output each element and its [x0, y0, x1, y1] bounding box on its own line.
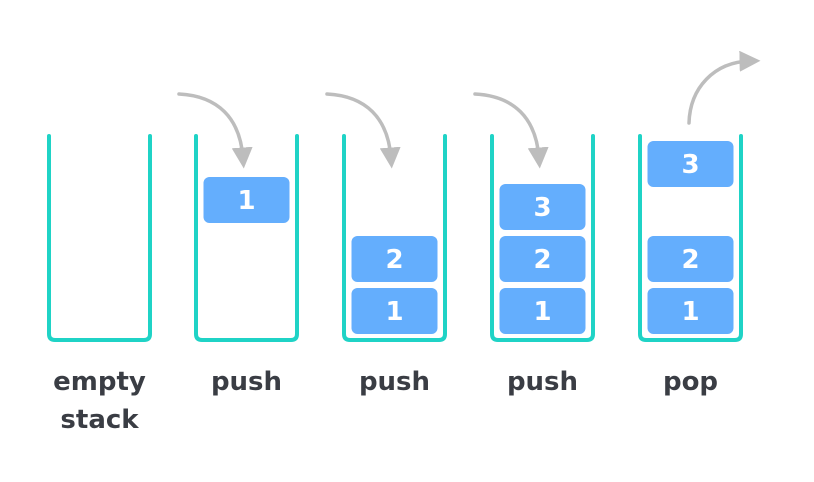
stack-block-label: 1: [533, 297, 551, 327]
stack-stage-1: empty stack: [47, 134, 152, 435]
stack-block-label: 1: [237, 186, 255, 216]
stage-caption: push: [211, 367, 282, 397]
stack-block-box: [351, 288, 438, 334]
stage-caption: push: [359, 367, 430, 397]
stack-block-box: [499, 184, 586, 230]
stage-caption: empty: [53, 367, 146, 397]
stack-block-box: [351, 236, 438, 282]
stage-caption: pop: [663, 367, 718, 397]
stack-block: 2: [351, 236, 438, 282]
push-arrow-icon: [473, 92, 549, 169]
stack-stage-4: 1 2 3 push: [473, 92, 595, 397]
stack-container: [490, 134, 595, 342]
stack-stage-3: 1 2 push: [325, 92, 447, 397]
stack-block-label: 1: [681, 297, 699, 327]
stack-block-label: 3: [681, 150, 699, 180]
stack-block: 1: [499, 288, 586, 334]
push-arrow-icon: [325, 92, 401, 169]
stack-block-label: 2: [533, 245, 551, 275]
stack-block-box: [499, 236, 586, 282]
push-arrow-icon: [177, 92, 253, 169]
stack-block: 1: [203, 177, 290, 223]
stack-block-label: 3: [533, 193, 551, 223]
stack-block-label: 1: [385, 297, 403, 327]
stack-container: [194, 134, 299, 342]
stack-container: [47, 134, 152, 342]
stack-block-box: [647, 288, 734, 334]
stack-block-box: [203, 177, 290, 223]
stack-block-label: 2: [385, 245, 403, 275]
stack-block-box: [647, 236, 734, 282]
stack-stage-5: 1 2 3 pop: [638, 50, 761, 397]
stack-block: 2: [499, 236, 586, 282]
stack-block-box: [499, 288, 586, 334]
stage-caption: stack: [60, 405, 139, 435]
stack-block: 2: [647, 236, 734, 282]
stack-block: 3: [499, 184, 586, 230]
pop-arrow-icon: [687, 50, 761, 125]
stack-container: [638, 134, 743, 342]
stack-container: [342, 134, 447, 342]
stack-block-label: 2: [681, 245, 699, 275]
stage-caption: push: [507, 367, 578, 397]
stack-block: 1: [351, 288, 438, 334]
stack-stage-2: 1 push: [177, 92, 299, 397]
stack-block-box: [647, 141, 734, 187]
stack-block: 1: [647, 288, 734, 334]
stack-block: 3: [647, 141, 734, 187]
